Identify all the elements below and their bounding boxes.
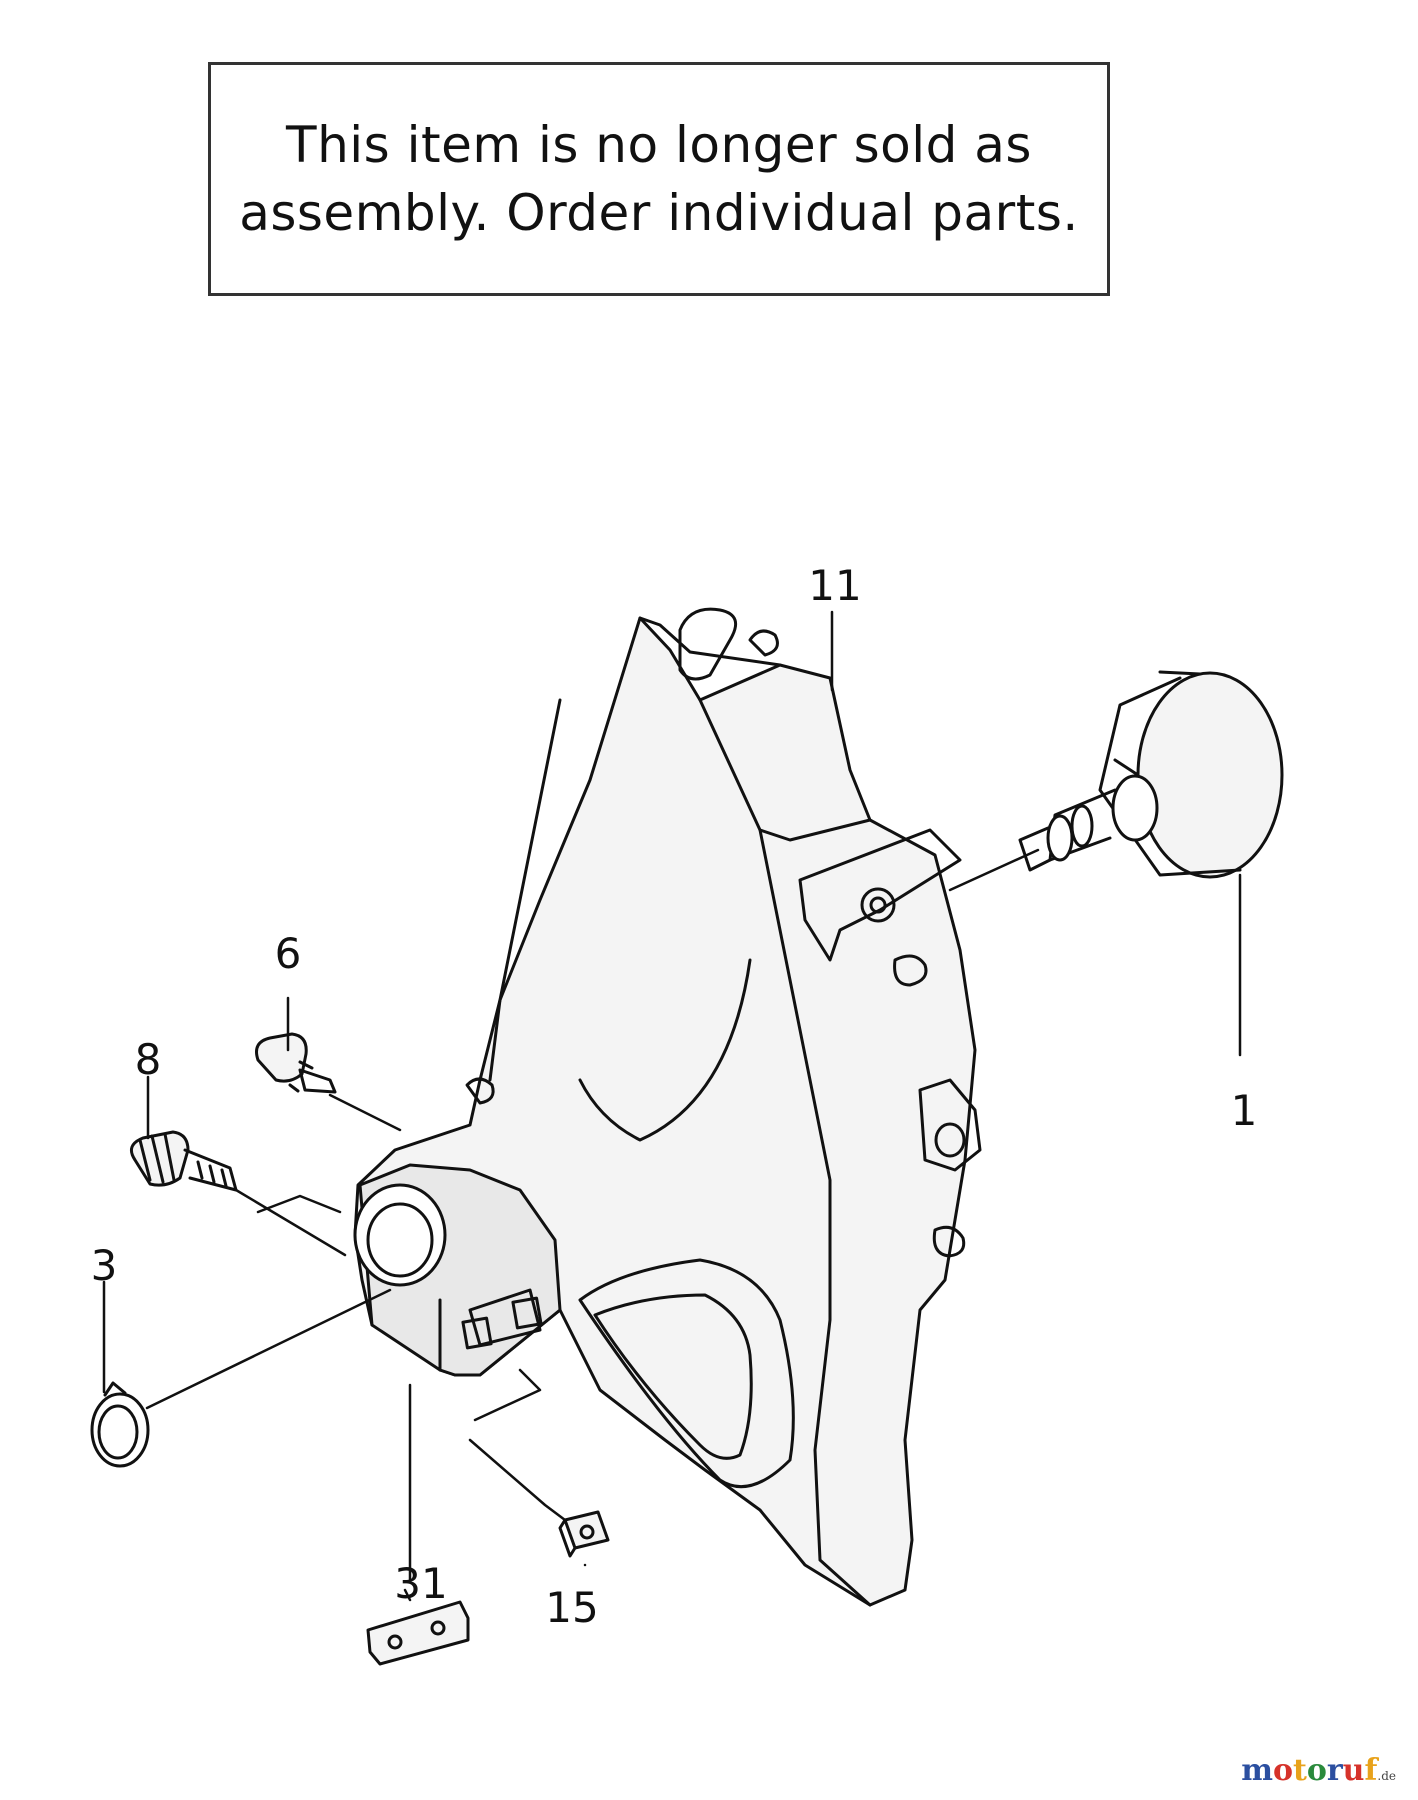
watermark-logo: motoruf.de (1241, 1753, 1396, 1788)
bolt-part-6 (255, 1032, 337, 1094)
watermark-letter: m (1241, 1753, 1273, 1788)
notice-line-2: assembly. Order individual parts. (239, 184, 1079, 242)
circlip-part-3 (90, 1381, 150, 1468)
watermark-letters: motoruf (1241, 1753, 1377, 1788)
watermark-suffix: .de (1377, 1769, 1396, 1783)
callout-3: 3 (91, 1241, 118, 1290)
housing-part-11 (353, 607, 982, 1607)
notice-line-1: This item is no longer sold as (286, 116, 1032, 174)
nut-part-15 (558, 1510, 610, 1558)
callout-11: 11 (808, 561, 861, 610)
watermark-letter: t (1292, 1753, 1307, 1788)
callout-31: 31 (394, 1559, 447, 1608)
watermark-letter: f (1364, 1753, 1378, 1788)
watermark-letter: o (1272, 1753, 1293, 1788)
threaded-bolt-part-8 (129, 1130, 238, 1192)
watermark-letter: r (1326, 1753, 1343, 1788)
watermark-letter: u (1342, 1753, 1365, 1788)
callout-8: 8 (135, 1035, 162, 1084)
plate-part-31 (366, 1600, 470, 1666)
callout-15: 15 (545, 1583, 598, 1632)
watermark-letter: o (1306, 1753, 1327, 1788)
clutch-drum-part-1 (1018, 670, 1284, 879)
callout-6: 6 (275, 929, 302, 978)
leader-lines (102, 610, 1242, 1602)
discontinued-notice-box: This item is no longer sold as assembly.… (208, 62, 1110, 296)
callout-1: 1 (1231, 1086, 1258, 1135)
